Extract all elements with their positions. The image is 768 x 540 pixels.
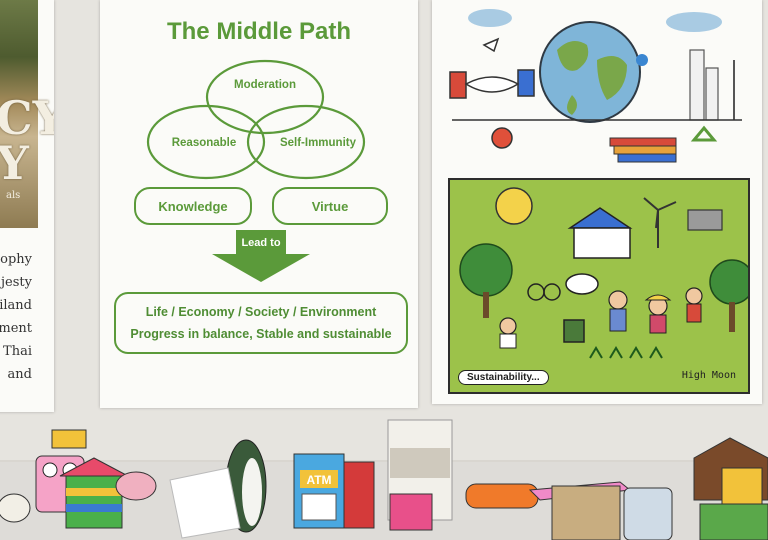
crops-icon (589, 346, 663, 359)
handshake-icon (449, 71, 467, 99)
factory-icon (687, 209, 723, 231)
dove-icon (482, 37, 500, 53)
pig-model (115, 471, 157, 501)
pink-box-model (389, 493, 433, 531)
sustainability-illustration: Sustainability... High Moon (448, 178, 750, 394)
venn-label-self-immunity: Self-Immunity (280, 137, 357, 149)
sustainability-poster: Sustainability... High Moon (432, 0, 762, 404)
outcome-line: Progress in balance, Stable and sustaina… (130, 327, 392, 341)
self-immunity-circle (246, 104, 366, 180)
text-line: and (7, 367, 32, 382)
house-icon (573, 227, 631, 259)
outcome-line: Life / Economy / Society / Environment (145, 305, 377, 319)
red-box-model (343, 461, 375, 529)
atm-label: ATM (306, 473, 331, 487)
solar-roof-icon (567, 207, 633, 229)
sun-icon (495, 187, 533, 225)
rice-field-photo: CY Y als (0, 0, 54, 228)
middle-path-poster: The Middle Path Moderation Reasonable Se… (100, 0, 418, 408)
moderation-circle (205, 59, 325, 135)
venn-diagram: Moderation Reasonable Self-Immunity (146, 59, 366, 180)
text-line: ment (0, 321, 32, 336)
books-icon (609, 137, 677, 147)
sustainability-label: Sustainability... (458, 370, 549, 385)
rocket-model (465, 483, 539, 509)
cardboard-box-model (551, 485, 621, 540)
recycle-icon (690, 125, 718, 142)
tree-icon (459, 243, 513, 297)
text-line: iland (0, 298, 32, 313)
water-drop-icon (636, 54, 648, 66)
venn-label-moderation: Moderation (234, 79, 296, 91)
poster-title: The Middle Path (166, 18, 351, 45)
venn-label-reasonable: Reasonable (172, 137, 237, 149)
person-icon (608, 290, 628, 310)
poster-big-letter: CY (0, 91, 54, 145)
text-line: jesty (1, 275, 32, 290)
outcome-box: Life / Economy / Society / Environment P… (114, 292, 408, 354)
world-illustration (449, 9, 742, 163)
poster-small-word: als (6, 190, 21, 201)
poster-body-text: ophy jesty iland ment Thai and (0, 248, 32, 386)
left-poster: CY Y als ophy jesty iland ment Thai and (0, 0, 54, 412)
jar-model (623, 487, 673, 540)
craft-models: ATM (0, 419, 768, 540)
arrow-label: Lead to (241, 237, 280, 249)
lead-to-arrow: Lead to (212, 230, 310, 282)
bicycle-icon (527, 283, 545, 301)
reasonable-circle (146, 104, 266, 180)
knowledge-pill: Knowledge (134, 187, 252, 225)
village-scene (459, 187, 748, 359)
bin-icon (563, 319, 585, 343)
building-icon (689, 49, 705, 121)
artist-signature: High Moon (681, 370, 736, 381)
apple-icon (491, 127, 513, 149)
text-line: Thai (3, 344, 32, 359)
cow-model (0, 493, 31, 523)
cow-icon (565, 273, 599, 295)
poster-big-letter: Y (0, 136, 29, 190)
virtue-pill: Virtue (272, 187, 388, 225)
text-line: ophy (0, 252, 32, 267)
paper-sheet (169, 467, 241, 539)
